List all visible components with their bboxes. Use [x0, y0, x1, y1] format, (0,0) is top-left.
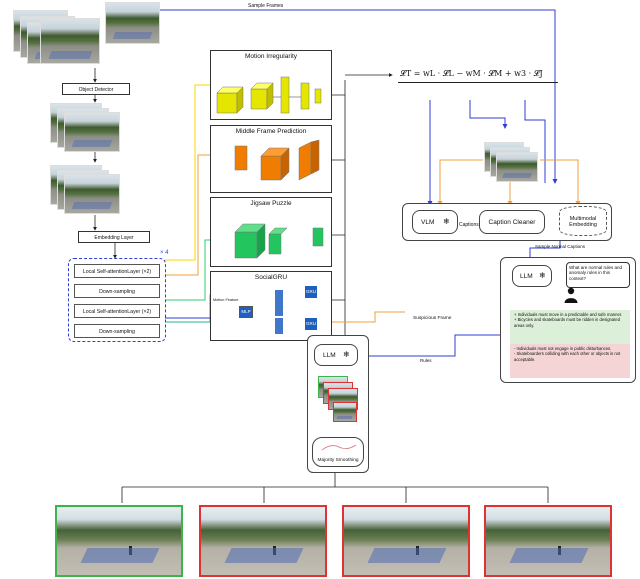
encoder-layer-2: Down-sampling [74, 284, 160, 298]
anomaly-rule-2: - Skateboarders colliding with each othe… [514, 351, 621, 362]
gru-block: GRU [305, 286, 317, 298]
normal-rule-2: + Bicycles and skateboards must be ridde… [514, 317, 621, 328]
output-frame-anomaly [342, 505, 470, 577]
motion-network-graphic [216, 76, 322, 114]
output-frame-anomaly [484, 505, 612, 577]
input-frames-top [105, 2, 160, 44]
total-loss-formula: 𝓛T = wL · 𝓛L − wM · 𝓛M + w3 · 𝓛J [400, 69, 543, 78]
reasoning-llm-box: LLM ❄ [314, 344, 358, 366]
cropped-frames [64, 174, 120, 214]
labelled-frames [333, 402, 357, 422]
socialgru-panel: SocialGRU Motion Feature MLP GRU GRU [210, 271, 332, 341]
encoder-layer-3: Local Self-attentionLayer (×2) [74, 304, 160, 318]
gru-block: GRU [305, 318, 317, 330]
caption-cleaner-box: Caption Cleaner [479, 210, 545, 234]
sampled-normal-frames [496, 152, 538, 182]
suspicious-frame-label: Suspicious Frame [413, 316, 452, 321]
normal-rules-panel: + Individuals must move in a predictable… [510, 310, 630, 344]
middle-frame-prediction-panel: Middle Frame Prediction [210, 125, 332, 193]
loss-underline [398, 82, 558, 83]
encoder-layer-4: Down-sampling [74, 324, 160, 338]
encoder-layer-1: Local Self-attentionLayer (×2) [74, 264, 160, 278]
rules-llm-box: LLM ❄ [512, 265, 552, 287]
smoothing-curve [321, 444, 357, 451]
motion-irregularity-panel: Motion Irregularity [210, 50, 332, 120]
input-frames-top [40, 18, 100, 64]
jigsaw-puzzle-panel: Jigsaw Puzzle [210, 197, 332, 267]
majority-smoothing-box: Majority Smoothing [312, 437, 364, 467]
rules-arrow-label: Rules [420, 358, 432, 363]
anomaly-rules-panel: - Individuals must not engage in public … [510, 344, 630, 378]
mlp-block: MLP [239, 306, 253, 318]
normal-rule-1: + Individuals must move in a predictable… [514, 312, 623, 317]
anomaly-rule-1: - Individuals must not engage in public … [514, 346, 612, 351]
multimodal-embedding-db: Multimodal Embedding [559, 206, 607, 236]
snowflake-icon: ❄ [343, 350, 350, 359]
sample-normal-captions-label: Sample Normal Captions [535, 244, 586, 249]
snowflake-icon: ❄ [539, 271, 546, 280]
encoder-block [68, 258, 166, 342]
question-bubble: What are normal rules and anomaly rules … [566, 262, 630, 288]
detected-frames [64, 112, 120, 152]
feature-bars [275, 318, 283, 334]
vlm-box: VLM ❄ [412, 210, 458, 234]
jigsaw-network-graphic [234, 223, 324, 259]
sample-frames-label: Sample Frames [248, 3, 284, 9]
embedding-layer-box: Embedding Layer [78, 231, 150, 243]
captions-label: Captions [459, 222, 479, 228]
user-icon [564, 287, 578, 303]
snowflake-icon: ❄ [443, 217, 450, 226]
repeat-label: × 4 [160, 250, 169, 256]
output-frame-anomaly [199, 505, 327, 577]
motion-feature-label: Motion Feature [213, 298, 239, 302]
feature-bars [275, 290, 283, 316]
output-frame-normal [55, 505, 183, 577]
middle-network-graphic [234, 139, 320, 181]
object-detector-box: Object Detector [62, 83, 130, 95]
